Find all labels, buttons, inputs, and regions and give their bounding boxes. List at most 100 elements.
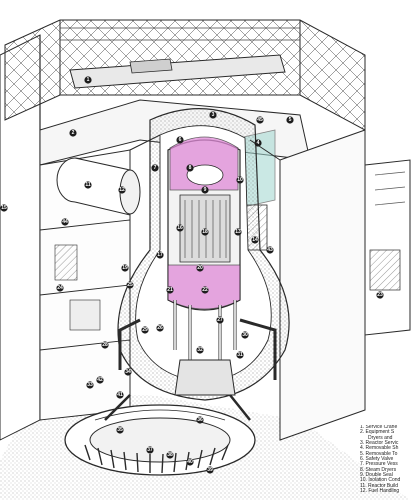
callout-marker <box>209 111 217 119</box>
legend-item: Dryers and <box>368 434 393 441</box>
pressure-vessel <box>167 136 241 311</box>
callout-number: 41 <box>117 392 123 398</box>
callout-marker <box>126 281 134 289</box>
callout-marker <box>186 164 194 172</box>
callout-marker <box>236 176 244 184</box>
callout-number: 12 <box>119 187 125 193</box>
callout-marker <box>146 446 154 454</box>
callout-marker <box>116 426 124 434</box>
callout-marker <box>96 376 104 384</box>
legend-item: 6. Safety Valve <box>360 456 394 463</box>
callout-number: 22 <box>202 287 208 293</box>
service-crane <box>69 54 286 89</box>
callout-marker <box>201 228 209 236</box>
callout-marker <box>196 416 204 424</box>
callout-marker <box>176 136 184 144</box>
callout-number: 1 <box>87 77 90 83</box>
callout-number: 29 <box>142 327 148 333</box>
callout-marker <box>84 76 92 84</box>
callout-marker <box>101 341 109 349</box>
callout-marker <box>254 139 262 147</box>
legend-item: 9. Double Seal <box>360 472 393 479</box>
callout-number: 32 <box>197 347 203 353</box>
callout-number: 28 <box>102 342 108 348</box>
legend-item: 10. Isolation Cond <box>360 477 401 484</box>
callout-number: 10 <box>237 177 243 183</box>
legend-item: 12. Fuel Handling <box>360 488 400 495</box>
callout-number: 6 <box>179 137 182 143</box>
legend-item: 4. Removable Sh <box>360 445 399 452</box>
callout-number: 13 <box>235 229 241 235</box>
callout-number: 24 <box>57 285 63 291</box>
callout-marker <box>156 324 164 332</box>
callout-marker <box>201 286 209 294</box>
callout-number: 38 <box>167 452 173 458</box>
recirculation-piping <box>118 300 277 380</box>
parts-legend: 1. Service Crane 2. Equipment S Dryers a… <box>360 425 411 500</box>
building-right-block <box>279 129 411 441</box>
callout-number: 21 <box>167 287 173 293</box>
callout-marker <box>236 351 244 359</box>
callout-number: 25 <box>127 282 133 288</box>
dryer-tanks <box>56 157 141 216</box>
callout-marker <box>151 164 159 172</box>
vent-pipes <box>104 394 251 421</box>
callout-marker <box>121 264 129 272</box>
callout-number: 2 <box>72 130 75 136</box>
legend-item: 11. Reactor Build <box>360 482 398 489</box>
callout-number: 35 <box>117 427 123 433</box>
callout-marker <box>176 224 184 232</box>
callout-marker <box>84 181 92 189</box>
callout-number: 15 <box>1 205 7 211</box>
callout-marker <box>166 286 174 294</box>
callout-number: 19 <box>122 265 128 271</box>
callout-number: 20 <box>197 265 203 271</box>
callout-marker <box>56 284 64 292</box>
callout-number: 26 <box>157 325 163 331</box>
callout-marker <box>256 116 264 124</box>
callout-marker <box>166 451 174 459</box>
callout-marker <box>376 291 384 299</box>
callout-number: 43 <box>267 247 273 253</box>
callout-marker <box>206 466 214 474</box>
callout-marker <box>156 251 164 259</box>
callout-number: 9 <box>204 187 207 193</box>
callout-marker <box>216 316 224 324</box>
callout-number: 44 <box>62 219 68 225</box>
callout-marker <box>86 381 94 389</box>
callout-marker <box>196 264 204 272</box>
callout-marker <box>286 116 294 124</box>
callout-marker <box>0 204 8 212</box>
callout-number: 3 <box>212 112 215 118</box>
callout-marker <box>118 186 126 194</box>
callout-marker <box>196 346 204 354</box>
callout-marker <box>266 246 274 254</box>
callout-number: 40 <box>187 459 193 465</box>
legend-item: 8. Steam Dryers <box>360 466 397 473</box>
callout-number: 4 <box>257 140 260 146</box>
callout-number: 30 <box>242 332 248 338</box>
callout-marker <box>201 186 209 194</box>
callout-number: 7 <box>154 165 157 171</box>
callout-number: 27 <box>217 317 223 323</box>
callout-number: 37 <box>147 447 153 453</box>
callout-number: 31 <box>237 352 243 358</box>
callout-number: 23 <box>377 292 383 298</box>
callout-number: 17 <box>157 252 163 258</box>
callout-marker <box>116 391 124 399</box>
left-floor-levels <box>39 149 131 421</box>
suppression-torus <box>64 404 256 476</box>
callout-marker <box>61 218 69 226</box>
callout-number: 18 <box>202 229 208 235</box>
callout-marker <box>234 228 242 236</box>
callout-number: 14 <box>252 237 258 243</box>
callout-number: 5 <box>289 117 292 123</box>
callout-number: 45 <box>257 117 263 123</box>
callout-marker <box>69 129 77 137</box>
callout-number: 42 <box>97 377 103 383</box>
callout-marker <box>186 458 194 466</box>
callout-marker <box>141 326 149 334</box>
reactor-pedestal <box>174 359 236 396</box>
